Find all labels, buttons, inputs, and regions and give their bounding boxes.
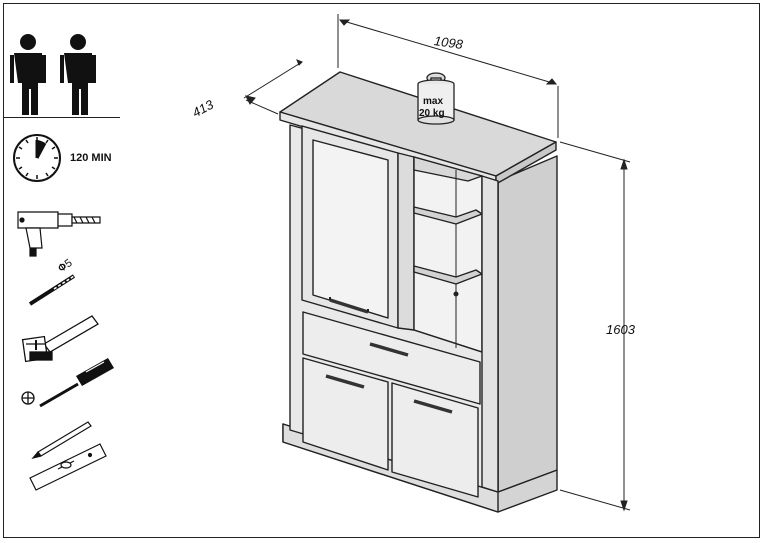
max-load-value: 20 kg bbox=[419, 108, 445, 119]
power-drill-icon bbox=[17, 211, 101, 257]
left-door-glass bbox=[312, 139, 389, 319]
cabinet-side-panel bbox=[497, 155, 558, 493]
pencil-icon bbox=[31, 421, 92, 460]
dimension-lines bbox=[243, 14, 631, 512]
drawer bbox=[302, 311, 481, 405]
hammer-icon bbox=[21, 315, 99, 363]
height-extension-lines bbox=[559, 141, 631, 511]
diagram-frame bbox=[3, 3, 760, 538]
screwdriver-icon bbox=[21, 358, 114, 408]
spirit-level-icon bbox=[29, 443, 107, 491]
sidebar-divider bbox=[3, 117, 120, 118]
width-dimension-line bbox=[339, 19, 557, 85]
width-extension-lines bbox=[337, 14, 559, 138]
drill-bit-icon bbox=[28, 264, 76, 306]
assembly-time-label: 120 MIN bbox=[70, 152, 112, 164]
cabinet-drawing bbox=[279, 71, 558, 513]
left-door-handle bbox=[329, 298, 369, 314]
drawer-handle bbox=[369, 342, 409, 357]
person-icon bbox=[60, 34, 96, 115]
lower-right-door-handle bbox=[413, 399, 453, 414]
person-icon bbox=[10, 34, 46, 115]
open-shelf-compartment bbox=[413, 156, 483, 353]
lower-left-door-handle bbox=[325, 374, 365, 389]
clock-icon bbox=[13, 134, 61, 182]
lower-left-door bbox=[302, 357, 389, 471]
weight-icon bbox=[417, 72, 455, 125]
height-dimension-label: 1603 bbox=[606, 322, 635, 337]
people-icon bbox=[10, 34, 96, 115]
max-load-label: max bbox=[423, 96, 444, 107]
lower-right-door bbox=[391, 382, 479, 498]
